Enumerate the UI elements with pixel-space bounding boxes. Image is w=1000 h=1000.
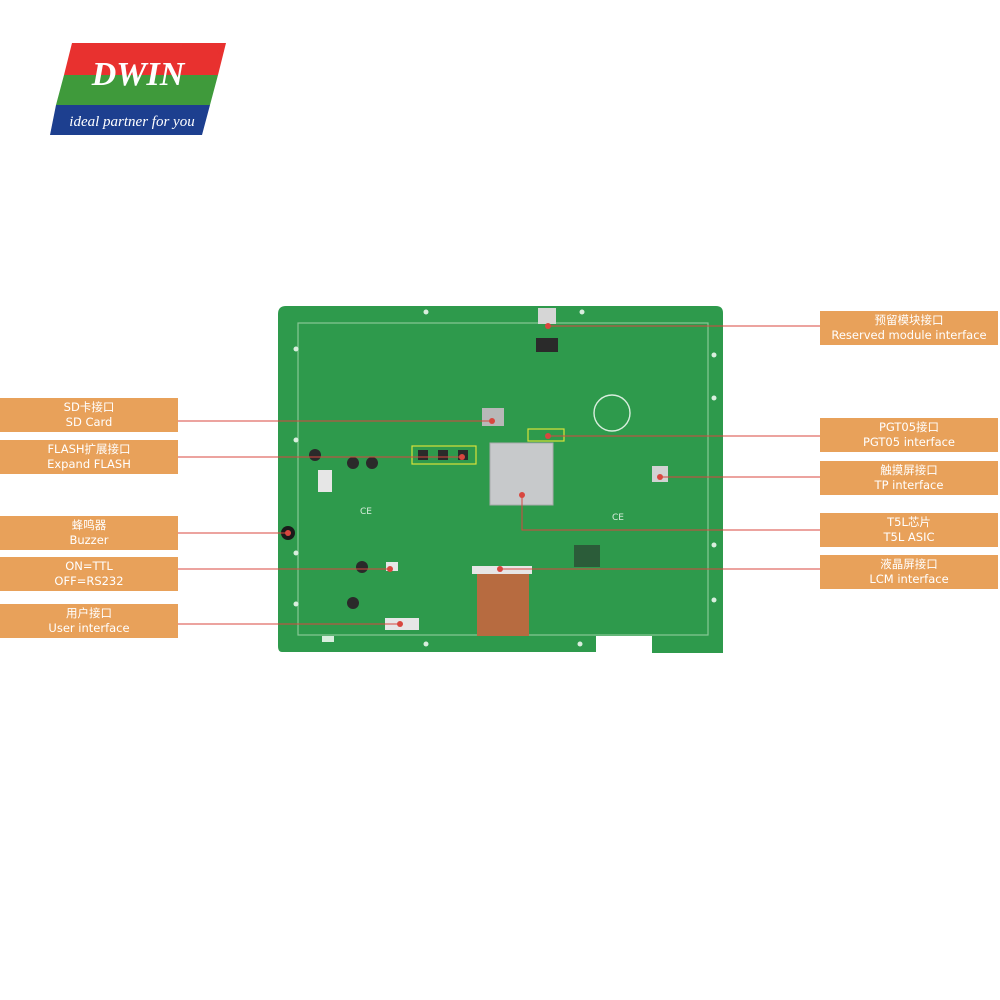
mounting-holes [293,309,717,647]
callout-buzzer-en: Buzzer [69,533,109,547]
callout-flash-cn: FLASH扩展接口 [47,442,131,456]
callout-ttl-rs232: ON=TTL OFF=RS232 [0,557,178,591]
ce-mark-right: CE [612,513,624,523]
leader-endpoints [285,323,663,627]
callout-buzzer: 蜂鸣器 Buzzer [0,516,178,550]
callout-lcm-interface: 液晶屏接口 LCM interface [820,555,998,589]
lcm-copper-pad [477,574,529,636]
white-connector [318,470,332,492]
logo-red-band [64,43,226,75]
leader-lines [178,325,820,625]
callout-t5l-asic: T5L芯片 T5L ASIC [820,513,998,547]
silkscreen-label [322,636,334,642]
flash-chip-2 [438,450,448,460]
leader-t5l [521,495,820,531]
pgt05-box [527,428,565,442]
lcm-driver-parts [574,545,600,567]
callout-reserved-module-en: Reserved module interface [831,328,987,342]
capacitor [309,449,321,461]
capacitor [347,457,359,469]
logo-tagline: ideal partner for you [69,114,194,130]
callout-user-interface-en: User interface [48,621,130,635]
registered-mark: ® [216,47,225,57]
battery-holder [593,394,631,432]
callout-sd-card: SD卡接口 SD Card [0,398,178,432]
callout-rs232-off: OFF=RS232 [54,574,124,588]
reserved-module-connector [538,308,556,324]
logo-green-band [56,75,218,105]
callout-reserved-module-cn: 预留模块接口 [874,313,944,327]
logo-wordmark: DWIN [91,56,186,93]
logo-graphic: DWIN ® ideal partner for you [50,43,226,135]
callout-pgt05-en: PGT05 interface [862,435,956,449]
callout-flash-en: Expand FLASH [47,457,131,471]
callout-tp-interface-en: TP interface [874,478,944,492]
flash-expansion-box [411,445,477,465]
callout-lcm-interface-en: LCM interface [869,572,949,586]
callout-user-interface: 用户接口 User interface [0,604,178,638]
callout-t5l-asic-cn: T5L芯片 [887,515,931,529]
callout-t5l-asic-en: T5L ASIC [883,530,935,544]
callout-sd-card-cn: SD卡接口 [63,400,115,414]
flash-chip-1 [418,450,428,460]
dwin-logo: DWIN ® ideal partner for you [50,43,226,135]
callout-pgt05: PGT05接口 PGT05 interface [820,418,998,452]
callout-ttl-on: ON=TTL [65,559,113,573]
callout-tp-interface: 触摸屏接口 TP interface [820,461,998,495]
callout-user-interface-cn: 用户接口 [66,606,112,620]
logo-blue-band [50,105,210,135]
callout-pgt05-cn: PGT05接口 [878,420,940,434]
capacitor [366,457,378,469]
ce-mark-left: CE [360,507,372,517]
reserved-module-parts [536,338,558,352]
ttl-capacitor [356,561,368,573]
callout-tp-interface-cn: 触摸屏接口 [880,463,938,477]
capacitor [347,597,359,609]
pcb-tab [652,636,723,653]
callout-buzzer-cn: 蜂鸣器 [71,518,107,532]
callout-reserved-module: 预留模块接口 Reserved module interface [820,311,998,345]
callout-lcm-interface-cn: 液晶屏接口 [880,557,938,571]
callout-sd-card-en: SD Card [65,415,113,429]
ttl-rs232-jumper [386,562,398,571]
callout-flash: FLASH扩展接口 Expand FLASH [0,440,178,474]
